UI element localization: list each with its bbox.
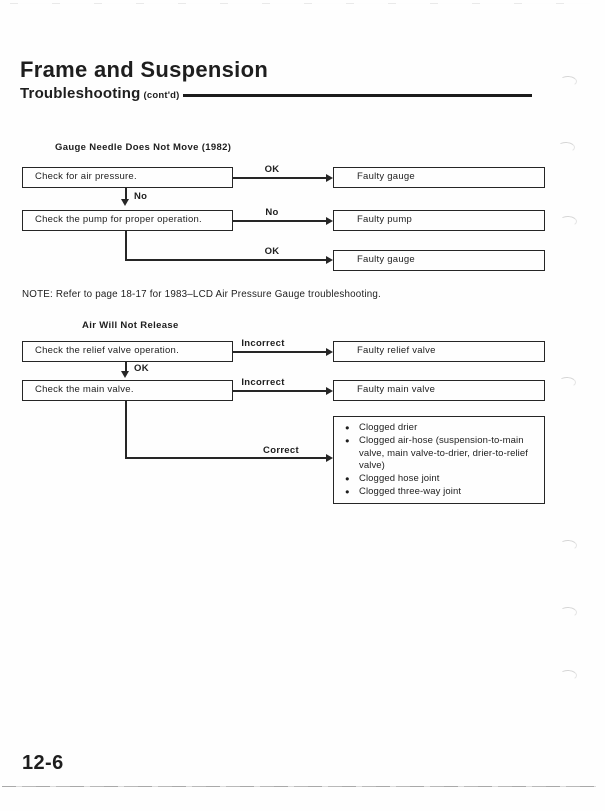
list-item: Clogged drier [345,422,541,435]
arrow-right-icon [326,174,333,182]
chart2-edge4-label: Correct [263,445,299,456]
chart2-result2-box: Faulty main valve [333,380,545,401]
chart2-edge4-vline [125,401,127,458]
scan-curl-artifact [558,376,577,388]
scan-curl-artifact [557,141,576,153]
scan-curl-artifact [559,215,578,227]
chart1-edge1-label: OK [264,164,280,175]
clogged-items-list: Clogged drier Clogged air-hose (suspensi… [345,422,541,499]
chart1-step1-box: Check for air pressure. [22,167,233,188]
chart2-caption: Air Will Not Release [82,320,179,331]
scan-curl-artifact [559,669,578,681]
chart1-edge3-label: No [265,207,279,218]
arrow-right-icon [326,256,333,264]
scan-curl-artifact [559,606,578,618]
chart1-edge4-label: OK [264,246,280,257]
chart2-edge1-line [233,351,326,353]
title-rule [183,94,532,97]
chart1-edge2-label: No [134,191,148,202]
chart2-result3-box: Clogged drier Clogged air-hose (suspensi… [333,416,545,504]
chart2-edge1-label: Incorrect [241,338,285,349]
subtitle-cont-label: (cont'd) [143,90,180,101]
chart2-edge3-line [233,390,326,392]
arrow-right-icon [326,217,333,225]
chart2-edge3-label: Incorrect [241,377,285,388]
arrow-down-icon [121,371,129,378]
chart1-edge1-line [233,177,326,179]
top-scan-line [10,3,590,4]
chart2-step1-box: Check the relief valve operation. [22,341,233,362]
arrow-right-icon [326,454,333,462]
chart1-step2-box: Check the pump for proper operation. [22,210,233,231]
bottom-scan-line [2,786,596,787]
scan-curl-artifact [559,75,578,87]
chart1-edge2-line [125,188,127,200]
arrow-right-icon [326,348,333,356]
list-item: Clogged three-way joint [345,486,541,499]
chart1-edge4-vline [125,231,127,260]
chart1-edge4-hline [125,259,326,261]
list-item: Clogged hose joint [345,473,541,486]
arrow-right-icon [326,387,333,395]
chart2-edge4-hline [125,457,326,459]
chart2-edge2-label: OK [134,363,149,374]
list-item: Clogged air-hose (suspension-to-main val… [345,435,541,473]
section-subtitle: Troubleshooting(cont'd) [20,85,180,102]
chart2-edge2-line [125,362,127,372]
chart1-caption: Gauge Needle Does Not Move (1982) [55,142,232,153]
page-number: 12-6 [22,752,64,774]
chart2-result1-box: Faulty relief valve [333,341,545,362]
chart1-edge3-line [233,220,326,222]
subtitle-text: Troubleshooting [20,85,141,102]
arrow-down-icon [121,199,129,206]
chart1-result2-box: Faulty pump [333,210,545,231]
note-text: NOTE: Refer to page 18-17 for 1983–LCD A… [22,289,381,300]
chart1-result3-box: Faulty gauge [333,250,545,271]
scan-curl-artifact [559,539,578,551]
page-title: Frame and Suspension [20,57,269,82]
chart1-result1-box: Faulty gauge [333,167,545,188]
chart2-step2-box: Check the main valve. [22,380,233,401]
